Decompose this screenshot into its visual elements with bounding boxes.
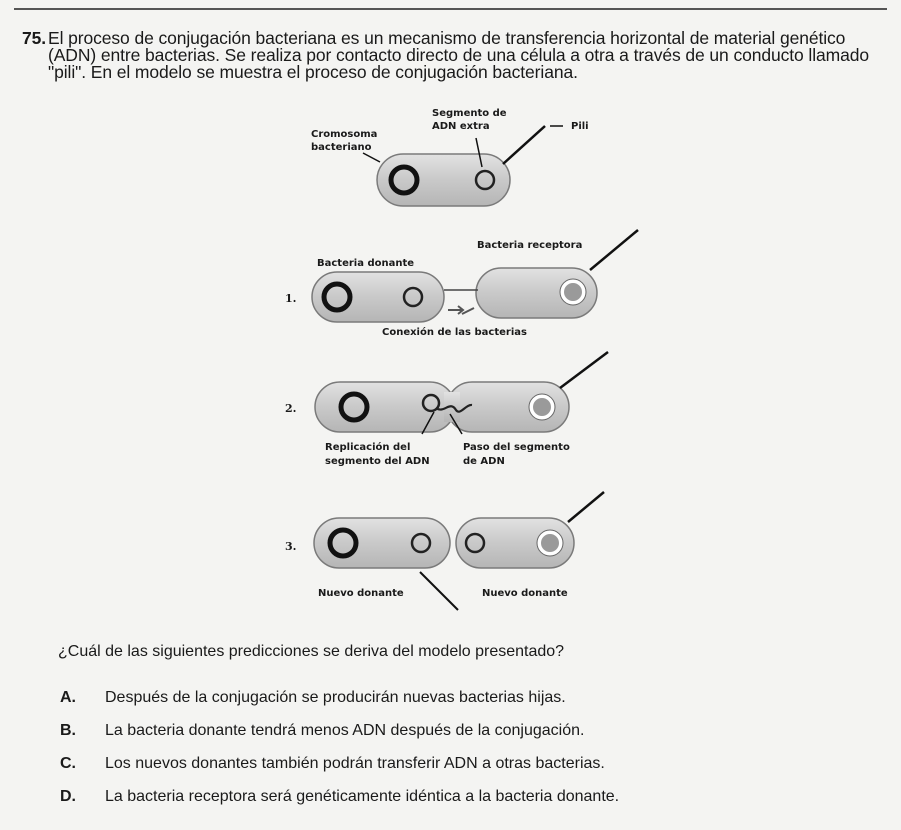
model-bacterium: [363, 126, 563, 206]
label-connection: Conexión de las bacterias: [382, 326, 527, 338]
step1-cells: [312, 230, 638, 322]
option-c[interactable]: C. Los nuevos donantes también podrán tr…: [60, 755, 860, 788]
pili-line: [503, 126, 545, 164]
label-donor: Bacteria donante: [317, 258, 414, 269]
option-text: La bacteria donante tendrá menos ADN des…: [105, 722, 584, 740]
option-d[interactable]: D. La bacteria receptora será genéticame…: [60, 788, 860, 821]
option-text: Los nuevos donantes también podrán trans…: [105, 755, 605, 773]
option-letter: D.: [60, 788, 76, 806]
label-pili: Pili: [571, 121, 589, 132]
label-receptor: Bacteria receptora: [477, 240, 582, 251]
question-number: 75.: [22, 30, 46, 47]
label-segment-1: Segmento de: [432, 108, 507, 119]
option-text: La bacteria receptora será genéticamente…: [105, 788, 619, 806]
option-letter: C.: [60, 755, 76, 773]
option-letter: B.: [60, 722, 76, 740]
top-rule: [14, 8, 887, 10]
label-passage-1: Paso del segmento: [463, 442, 570, 453]
step2-cells: [315, 352, 608, 434]
dna-segment-circle: [476, 171, 494, 189]
answer-options: A. Después de la conjugación se producir…: [60, 689, 860, 821]
label-segment-2: ADN extra: [432, 121, 490, 132]
step1-number: 1.: [285, 292, 296, 305]
option-a[interactable]: A. Después de la conjugación se producir…: [60, 689, 860, 722]
step3-cells: [314, 492, 604, 610]
label-replication-1: Replicación del: [325, 441, 410, 453]
question-stem: 75. El proceso de conjugación bacteriana…: [22, 30, 892, 81]
option-text: Después de la conjugación se producirán …: [105, 689, 566, 707]
label-replication-2: segmento del ADN: [325, 456, 430, 467]
label-chromosome-2: bacteriano: [311, 142, 372, 153]
chromosome-circle: [391, 167, 417, 193]
question-prompt: ¿Cuál de las siguientes predicciones se …: [58, 643, 564, 661]
step3-number: 3.: [285, 540, 296, 553]
step2-number: 2.: [285, 402, 296, 415]
option-letter: A.: [60, 689, 76, 707]
question-text: El proceso de conjugación bacteriana es …: [48, 30, 892, 81]
label-passage-2: de ADN: [463, 456, 505, 467]
option-b[interactable]: B. La bacteria donante tendrá menos ADN …: [60, 722, 860, 755]
label-chromosome-1: Cromosoma: [311, 129, 377, 140]
label-new-donor-left: Nuevo donante: [318, 588, 404, 599]
label-new-donor-right: Nuevo donante: [482, 588, 568, 599]
